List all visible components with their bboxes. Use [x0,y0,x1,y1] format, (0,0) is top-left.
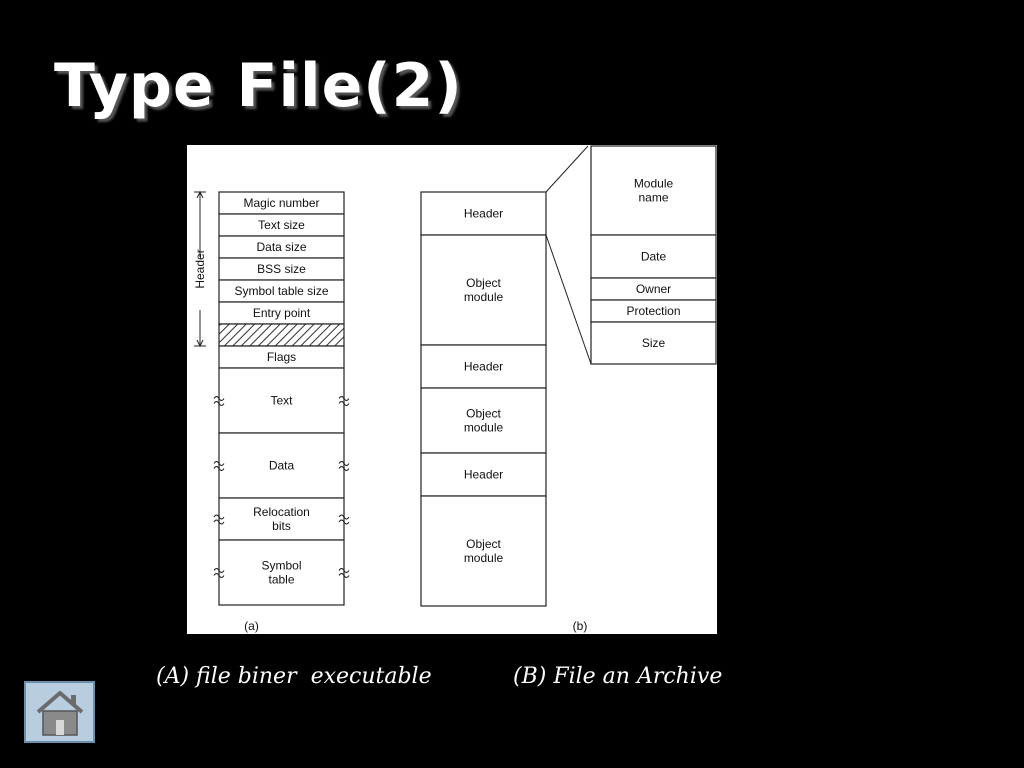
exec-section-label: table [268,573,294,587]
archive-block-label: module [464,290,504,304]
break-mark [213,514,225,525]
exec-header-field-label: Entry point [253,306,311,320]
break-mark [338,461,350,471]
break-mark [213,461,225,471]
exec-header-field-label: Magic number [243,196,319,210]
slide-title: Type File(2) [54,51,463,121]
archive-block-label: Object [466,537,501,551]
header-detail-label: Owner [636,282,671,296]
home-button[interactable] [24,681,95,743]
archive-block-label: Header [464,360,503,374]
header-detail-label: Module [634,177,674,191]
archive-block-label: Object [466,276,501,290]
detail-connector [545,145,589,193]
part-a-label: (a) [244,619,259,633]
exec-section-label: Text [270,394,293,408]
exec-section-label: Symbol [261,559,301,573]
exec-section-label: Data [269,459,295,473]
archive-block [420,452,547,497]
archive-block [420,191,547,236]
exec-header-field-label: Data size [256,240,306,254]
break-mark [213,396,225,406]
exec-section-block [218,497,345,541]
archive-block [420,234,547,346]
caption-executable: (A) file biner executable [156,664,432,689]
archive-block [420,495,547,607]
archive-block-label: Header [464,207,503,221]
archive-block-label: Header [464,468,503,482]
archive-block [420,344,547,389]
header-detail-label: Size [642,336,666,350]
bracket-arrow [196,190,204,199]
part-b-label: (b) [573,619,588,633]
detail-connector [545,234,592,365]
header-detail-block [590,321,717,365]
header-detail-block [590,145,717,236]
exec-section-label: bits [272,519,291,533]
home-icon [36,691,84,736]
hatched-padding-field [218,323,345,347]
exec-section-block [218,367,345,434]
archive-block-label: Object [466,407,501,421]
exec-header-field-label: Flags [267,350,296,364]
header-bracket-label: Header [193,249,207,288]
break-mark [213,568,225,578]
bracket-arrow [196,339,204,348]
header-detail-label: Date [641,250,667,264]
archive-block-label: module [464,421,504,435]
archive-block [420,387,547,454]
exec-section-label: Relocation [253,505,310,519]
break-mark [338,568,350,578]
header-detail-label: Protection [626,304,680,318]
exec-header-field-label: Symbol table size [234,284,328,298]
break-mark [338,514,350,525]
caption-archive: (B) File an Archive [513,664,723,689]
header-detail-label: name [638,191,668,205]
archive-block-label: module [464,551,504,565]
break-mark [338,396,350,406]
exec-header-field-label: BSS size [257,262,306,276]
exec-header-field-label: Text size [258,218,305,232]
exec-section-block [218,539,345,606]
